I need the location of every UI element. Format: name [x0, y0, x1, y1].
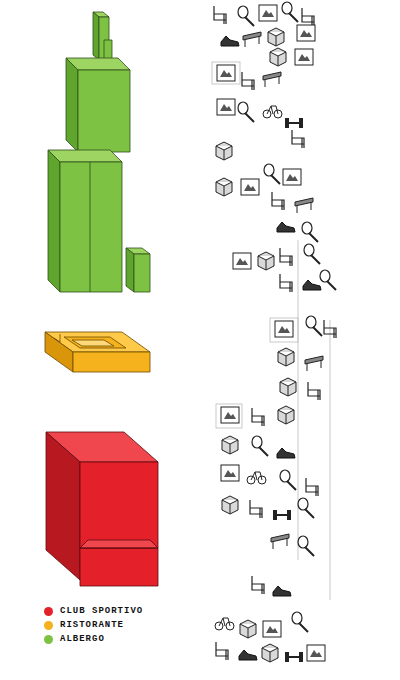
club-sportivo-block: [46, 432, 158, 586]
legend: CLUB SPORTIVO RISTORANTE ALBERGO: [44, 604, 143, 646]
sketch-collage: [212, 2, 336, 662]
albergo-block: [48, 12, 150, 292]
legend-swatch: [44, 635, 53, 644]
legend-entry: ALBERGO: [44, 632, 143, 646]
legend-label: RISTORANTE: [60, 620, 124, 630]
legend-swatch: [44, 607, 53, 616]
legend-entry: CLUB SPORTIVO: [44, 604, 143, 618]
legend-label: CLUB SPORTIVO: [60, 606, 143, 616]
ristorante-block: [45, 332, 150, 372]
legend-label: ALBERGO: [60, 634, 105, 644]
legend-entry: RISTORANTE: [44, 618, 143, 632]
legend-swatch: [44, 621, 53, 630]
